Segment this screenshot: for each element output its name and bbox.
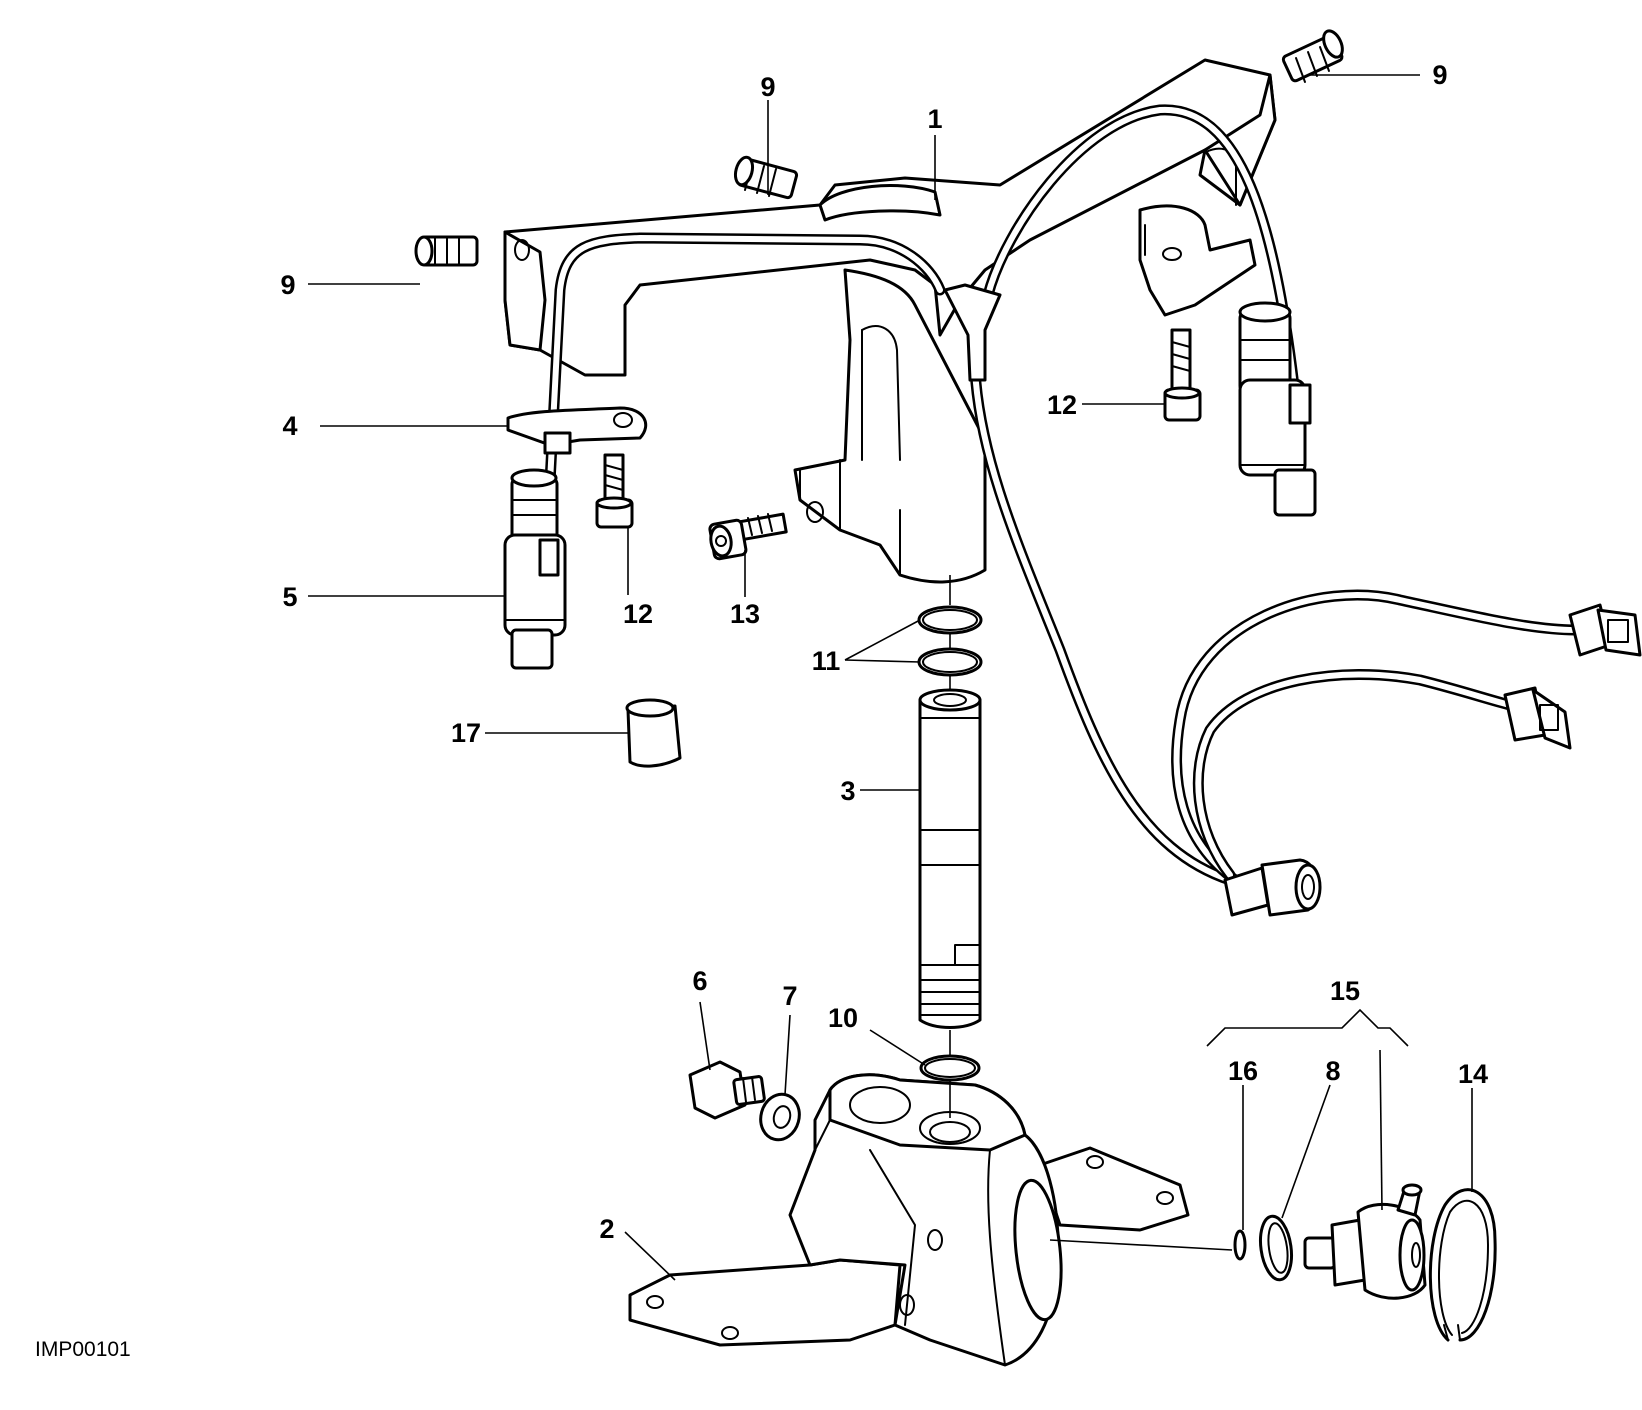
callout-8: 8 — [1325, 1056, 1340, 1086]
callout-9-left: 9 — [280, 270, 295, 300]
callout-16: 16 — [1228, 1056, 1258, 1086]
callout-14: 14 — [1458, 1059, 1488, 1089]
callout-5: 5 — [282, 582, 297, 612]
clamp-plate — [506, 406, 648, 455]
callout-9-top: 9 — [760, 72, 775, 102]
set-screw-9-left — [414, 235, 479, 267]
y-bracket — [503, 58, 1277, 584]
base-housing — [628, 1073, 1190, 1367]
flat-cable-connector-upper — [1568, 603, 1642, 657]
sleeve-17 — [625, 698, 682, 768]
retaining-ring-14 — [1428, 1188, 1497, 1342]
set-screw-9-top — [733, 155, 799, 200]
callout-6: 6 — [692, 966, 707, 996]
callout-12-left: 12 — [623, 599, 653, 629]
o-ring-11-lower — [917, 647, 983, 677]
callout-15: 15 — [1330, 976, 1360, 1006]
callout-4: 4 — [282, 411, 297, 441]
bolt-13 — [708, 512, 788, 561]
cable-harness — [541, 104, 1581, 886]
callout-7: 7 — [782, 981, 797, 1011]
bolt-12-left — [595, 453, 634, 529]
callout-11: 11 — [812, 646, 841, 676]
callout-2: 2 — [599, 1214, 614, 1244]
shaft — [918, 688, 982, 1029]
sensor-left — [503, 468, 567, 670]
valve-assembly-15 — [1233, 1183, 1427, 1300]
drawing-code: IMP00101 — [35, 1338, 131, 1361]
callout-10: 10 — [828, 1003, 858, 1033]
flat-cable-connector-lower — [1503, 686, 1572, 750]
o-ring-11-upper — [917, 605, 983, 635]
callout-17: 17 — [451, 718, 481, 748]
callout-12-right: 12 — [1047, 390, 1077, 420]
callout-3: 3 — [840, 776, 855, 806]
leader-lines — [308, 74, 1473, 1281]
callout-13: 13 — [730, 599, 760, 629]
bolt-12-right — [1163, 328, 1202, 422]
plug-screw-6 — [688, 1060, 766, 1120]
o-ring-10 — [919, 1054, 981, 1082]
callout-1: 1 — [927, 104, 942, 134]
round-cable-connector — [1223, 858, 1322, 917]
callout-9-right: 9 — [1432, 60, 1447, 90]
sensor-right — [1238, 301, 1317, 517]
washer-7 — [759, 1092, 801, 1142]
set-screw-9-right — [1281, 29, 1344, 83]
callouts: 1 9 9 9 4 5 12 12 13 11 17 3 6 7 10 15 1… — [280, 60, 1488, 1244]
